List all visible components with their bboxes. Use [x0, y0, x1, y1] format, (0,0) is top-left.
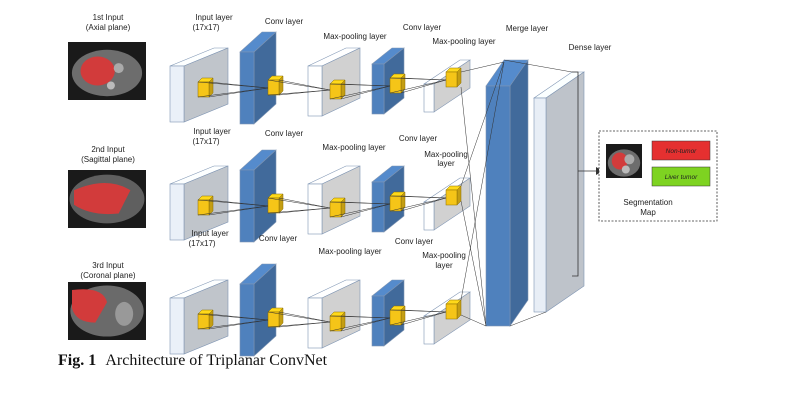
- conv-layer-label-1: Conv layer: [265, 17, 304, 26]
- fan-input-conv1-3: [197, 313, 269, 330]
- maxpool2-kernel-2: [445, 185, 462, 206]
- conv1-slab-2: [239, 149, 277, 243]
- input-kernel-3: [197, 309, 214, 330]
- maxpool2-layer-label-2b: layer: [437, 159, 455, 168]
- fan-conv1-pool1-2: [267, 197, 331, 214]
- maxpool-layer-label-3: Max-pooling layer: [318, 247, 381, 256]
- input-3-scan: [68, 282, 146, 340]
- merge-connections: [460, 59, 573, 327]
- input-1-plane: (Axial plane): [86, 23, 131, 32]
- input-1-scan: [68, 42, 146, 100]
- conv2-layer-label-1: Conv layer: [403, 23, 442, 32]
- input-3-title: 3rd Input: [92, 261, 124, 270]
- maxpool-layer-label-2: Max-pooling layer: [322, 143, 385, 152]
- input-2-title: 2nd Input: [91, 145, 125, 154]
- segmentation-title-line2: Map: [640, 208, 656, 217]
- maxpool2-kernel-1: [445, 67, 462, 88]
- fan-input-conv1-1: [197, 81, 269, 98]
- maxpool1-kernel-2: [329, 197, 346, 218]
- fan-conv1-pool1-1: [267, 79, 331, 96]
- legend-liver-tumor-label: Liver tumor: [665, 174, 698, 181]
- caption-label: Fig. 1: [58, 352, 97, 369]
- segmentation-map-image: [606, 144, 642, 178]
- fan-pool1-conv2-3: [329, 315, 391, 332]
- segmentation-title-line1: Segmentation: [623, 198, 672, 207]
- conv-layer-label-2: Conv layer: [265, 129, 304, 138]
- conv2-kernel-3: [389, 305, 406, 326]
- dense-layer-label: Dense layer: [569, 43, 612, 52]
- legend-non-tumor-swatch: [651, 140, 711, 161]
- fan-conv1-pool1-3: [267, 311, 331, 328]
- legend-non-tumor-label: Non-tumor: [666, 148, 698, 155]
- conv1-slab-3: [239, 263, 277, 357]
- input-layer-size-3: (17x17): [188, 239, 215, 248]
- fan-pool1-conv2-2: [329, 201, 391, 218]
- maxpool2-layer-label-2a: Max-pooling: [424, 150, 468, 159]
- fan-pool1-conv2-1: [329, 83, 391, 100]
- legend-liver-tumor-swatch: [651, 166, 711, 187]
- conv1-slab-1: [239, 31, 277, 125]
- input-2-scan: [68, 170, 146, 228]
- fan-input-conv1-2: [197, 199, 269, 216]
- maxpool1-kernel-3: [329, 311, 346, 332]
- conv2-layer-label-2: Conv layer: [399, 134, 438, 143]
- fan-conv2-pool2-2: [389, 195, 447, 212]
- conv1-kernel-2: [267, 193, 284, 214]
- conv1-kernel-1: [267, 75, 284, 96]
- dense-layer-slab: [533, 71, 585, 313]
- input-kernel-2: [197, 195, 214, 216]
- conv1-kernel-3: [267, 307, 284, 328]
- input-1-title: 1st Input: [93, 13, 124, 22]
- caption-text: Architecture of Triplanar ConvNet: [105, 352, 328, 369]
- maxpool2-layer-label-3a: Max-pooling: [422, 251, 466, 260]
- merge-layer-slab: [485, 59, 529, 327]
- maxpool-layer-label-1: Max-pooling layer: [323, 32, 386, 41]
- maxpool2-layer-label-1: Max-pooling layer: [432, 37, 495, 46]
- conv2-layer-label-3: Conv layer: [395, 237, 434, 246]
- input-layer-label-1: Input layer: [195, 13, 233, 22]
- fan-conv2-pool2-1: [389, 77, 447, 94]
- input-layer-size-2: (17x17): [192, 137, 219, 146]
- input-2-plane: (Sagittal plane): [81, 155, 135, 164]
- maxpool2-layer-label-3b: layer: [435, 261, 453, 270]
- maxpool2-kernel-3: [445, 299, 462, 320]
- input-kernel-1: [197, 77, 214, 98]
- input-layer-label-2: Input layer: [193, 127, 231, 136]
- input-layer-label-3: Input layer: [191, 229, 229, 238]
- input-layer-size-1: (17x17): [192, 23, 219, 32]
- conv-layer-label-3: Conv layer: [259, 234, 298, 243]
- merge-layer-label: Merge layer: [506, 24, 549, 33]
- fan-conv2-pool2-3: [389, 309, 447, 326]
- input-3-plane: (Coronal plane): [80, 271, 135, 280]
- figure-caption: Fig. 1 Architecture of Triplanar ConvNet: [58, 352, 758, 370]
